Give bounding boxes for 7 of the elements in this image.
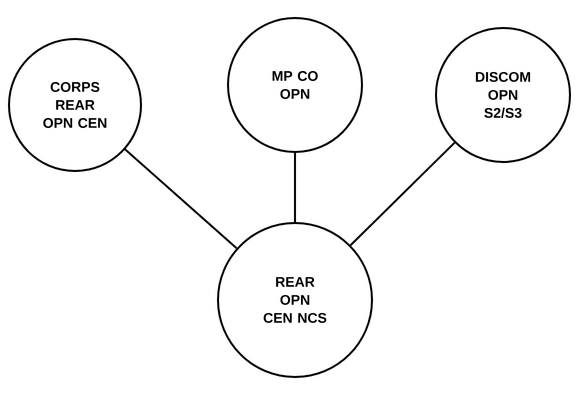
- connector-line: [350, 142, 456, 246]
- connector-line: [294, 153, 296, 222]
- circle-node: DISCOM OPN S2/S3: [435, 27, 571, 163]
- circle-node: MP CO OPN: [227, 17, 363, 153]
- circle-node: REAR OPN CEN NCS: [217, 222, 373, 378]
- circle-node: CORPS REAR OPN CEN: [8, 38, 142, 172]
- connector-line: [124, 148, 238, 249]
